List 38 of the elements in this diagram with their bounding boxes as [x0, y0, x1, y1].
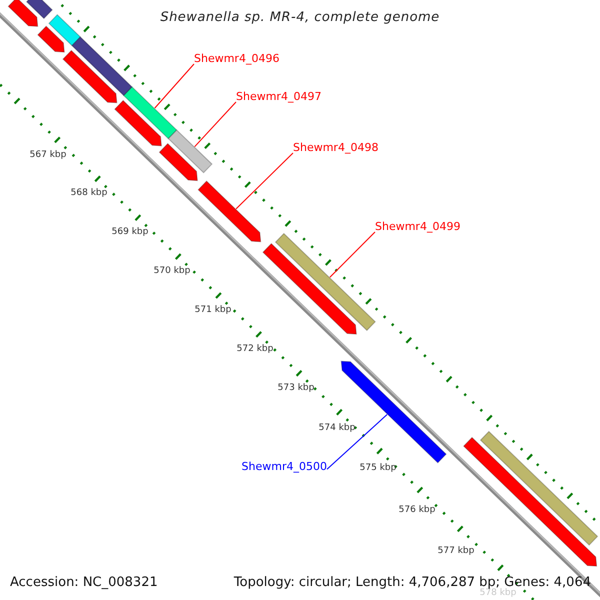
scale-label: 577 kbp	[438, 546, 474, 556]
gene-bar	[26, 0, 53, 20]
scale-label: 567 kbp	[30, 150, 66, 160]
gene-segment	[62, 50, 118, 104]
genome-stats-text: Topology: circular; Length: 4,706,287 bp; Genes: 4,064	[234, 576, 591, 588]
gene-bar	[71, 36, 133, 96]
gene-label: Shewmr4_0496	[194, 53, 280, 64]
gene-bar	[123, 86, 178, 140]
accession-text: Accession: NC_008321	[10, 576, 158, 588]
gene-label: Shewmr4_0497	[236, 91, 322, 102]
gene-bar	[274, 232, 376, 332]
scale-label: 573 kbp	[278, 384, 314, 392]
gene-segment	[8, 0, 38, 27]
gene-label: Shewmr4_0499	[375, 221, 460, 232]
leader-line	[326, 414, 388, 470]
gene-segment	[114, 100, 162, 146]
gene-segment	[340, 360, 447, 464]
gene-bar	[168, 129, 213, 174]
scale-label: 569 kbp	[112, 228, 148, 236]
gene-segment	[262, 242, 357, 335]
leader-line	[194, 102, 236, 148]
gene-bar	[48, 14, 81, 46]
gene-segment	[37, 26, 65, 53]
gene-label: Shewmr4_0498	[293, 142, 378, 153]
scale-label: 568 kbp	[70, 188, 108, 198]
leader-line	[236, 152, 294, 210]
scale-label: 572 kbp	[236, 344, 274, 354]
scale-label: 570 kbp	[154, 266, 190, 276]
gene-label: Shewmr4_0500	[242, 461, 327, 472]
scale-label: 571 kbp	[194, 306, 232, 314]
leader-line	[329, 232, 376, 278]
map-title: Shewanella sp. MR-4, complete genome	[159, 11, 441, 24]
gene-segment	[198, 180, 262, 242]
scale-label: 576 kbp	[398, 506, 436, 514]
leader-line	[154, 64, 194, 109]
gene-bar	[480, 430, 598, 546]
gene-segment	[158, 142, 198, 182]
scale-label: 574 kbp	[318, 424, 356, 432]
